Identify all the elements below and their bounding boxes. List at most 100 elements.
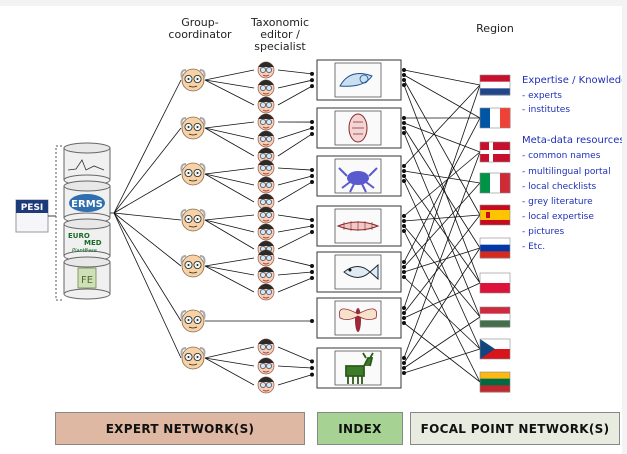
meta-item-checklists: - local checklists: [522, 182, 597, 192]
connector-dot: [310, 71, 314, 76]
editor-face-icon: [257, 79, 275, 97]
pesi-logo-text: PESI: [21, 203, 44, 213]
connector-dot: [310, 270, 314, 274]
expertise-item-experts: - experts: [522, 91, 562, 101]
editor-index-line: [277, 181, 313, 203]
coordinator-face-icon: [180, 254, 206, 278]
editor-index-line: [277, 167, 313, 171]
editor-index-line: [277, 214, 313, 221]
editor-face-icon: [257, 96, 275, 114]
coordinator-editor-line: [204, 265, 255, 276]
svg-text:MED: MED: [84, 239, 102, 247]
connector-dot: [402, 83, 406, 87]
meta-title: Meta-data resources: [522, 135, 625, 146]
france-flag: [479, 107, 511, 129]
index-box: [316, 107, 402, 149]
editor-index-line: [277, 257, 313, 267]
index-region-line: [403, 151, 481, 359]
coordinator-face-icon: [180, 68, 206, 92]
connector-dot: [402, 219, 406, 223]
connector-dot: [310, 168, 314, 173]
coordinator-editor-line: [204, 257, 255, 267]
coordinator-editor-line: [204, 265, 255, 293]
coordinator-editor-line: [204, 357, 255, 386]
database-bracket: [55, 145, 62, 301]
connector-dot: [402, 126, 406, 130]
index-region-line: [403, 180, 481, 350]
coordinator-editor-line: [204, 357, 255, 367]
editor-face-icon: [257, 130, 275, 148]
coordinator-face-icon: [180, 309, 206, 333]
editor-index-line: [277, 85, 313, 106]
connector-dot: [402, 174, 406, 178]
coordinator-face-icon: [180, 208, 206, 232]
connector-dot: [310, 224, 314, 228]
editor-index-line: [277, 79, 313, 89]
editor-face-icon: [257, 206, 275, 224]
editor-face-icon: [257, 223, 275, 241]
connector-dot: [402, 68, 406, 72]
index-region-line: [403, 182, 481, 268]
coordinator-editor-line: [204, 79, 255, 106]
index-box: [316, 251, 402, 293]
coordinator-editor-line: [204, 69, 255, 81]
russia-flag: [479, 237, 511, 259]
index-box: [316, 347, 402, 389]
coordinator-editor-line: [204, 127, 255, 140]
coordinator-editor-line: [204, 173, 255, 186]
hub-connector: [113, 212, 182, 359]
region-header: Region: [476, 22, 514, 35]
connector-dot: [402, 179, 406, 183]
connector-dot: [402, 214, 406, 218]
connector-dot: [310, 229, 314, 234]
index-region-line: [403, 230, 481, 383]
euromed-label: EURO: [68, 232, 90, 240]
hub-connector: [113, 173, 182, 214]
hub-connector: [113, 212, 182, 267]
editor-face-icon: [257, 176, 275, 194]
fe-label: FE: [81, 275, 93, 286]
editor-index-line: [277, 69, 313, 75]
connector-dot: [402, 265, 406, 269]
editor-face-icon: [257, 159, 275, 177]
index-region-line: [403, 322, 481, 383]
netherlands-flag: [479, 74, 511, 96]
italy-flag: [479, 172, 511, 194]
editor-index-line: [277, 374, 313, 386]
connector-dot: [402, 164, 406, 168]
editor-index-line: [277, 271, 313, 276]
erms-database-icon: ERMS: [63, 180, 111, 224]
connector-dot: [310, 218, 314, 223]
connector-dot: [402, 316, 406, 320]
connector-dot: [402, 78, 406, 82]
expert-network-box: EXPERT NETWORK(S): [55, 412, 305, 445]
index-region-line: [403, 214, 481, 314]
meta-item-etc: - Etc.: [522, 242, 546, 252]
editor-face-icon: [257, 266, 275, 284]
meta-item-multilingual: - multilingual portal: [522, 167, 611, 177]
hub-connector: [113, 127, 182, 214]
index-region-line: [403, 79, 481, 216]
connector-dot: [310, 179, 314, 184]
connector-dot: [402, 275, 406, 279]
connector-dot: [310, 126, 314, 130]
connector-dot: [402, 131, 406, 135]
editor-face-icon: [257, 113, 275, 131]
connector-dot: [402, 371, 406, 375]
taxonomic-editor-header: Taxonomic editor / specialist: [250, 16, 310, 53]
index-region-line: [403, 127, 481, 249]
snail-icon: [339, 73, 373, 87]
lithuania-flag: [479, 371, 511, 393]
denmark-flag: [479, 141, 511, 163]
connector-dot: [310, 366, 314, 370]
coordinator-editor-line: [204, 167, 255, 175]
connector-dot: [310, 264, 314, 269]
index-region-line: [403, 74, 481, 119]
erms-label: ERMS: [71, 199, 103, 210]
connector-dot: [402, 361, 406, 365]
czech-flag: [479, 338, 511, 360]
index-box: [316, 297, 402, 339]
connector-dot: [402, 270, 406, 274]
